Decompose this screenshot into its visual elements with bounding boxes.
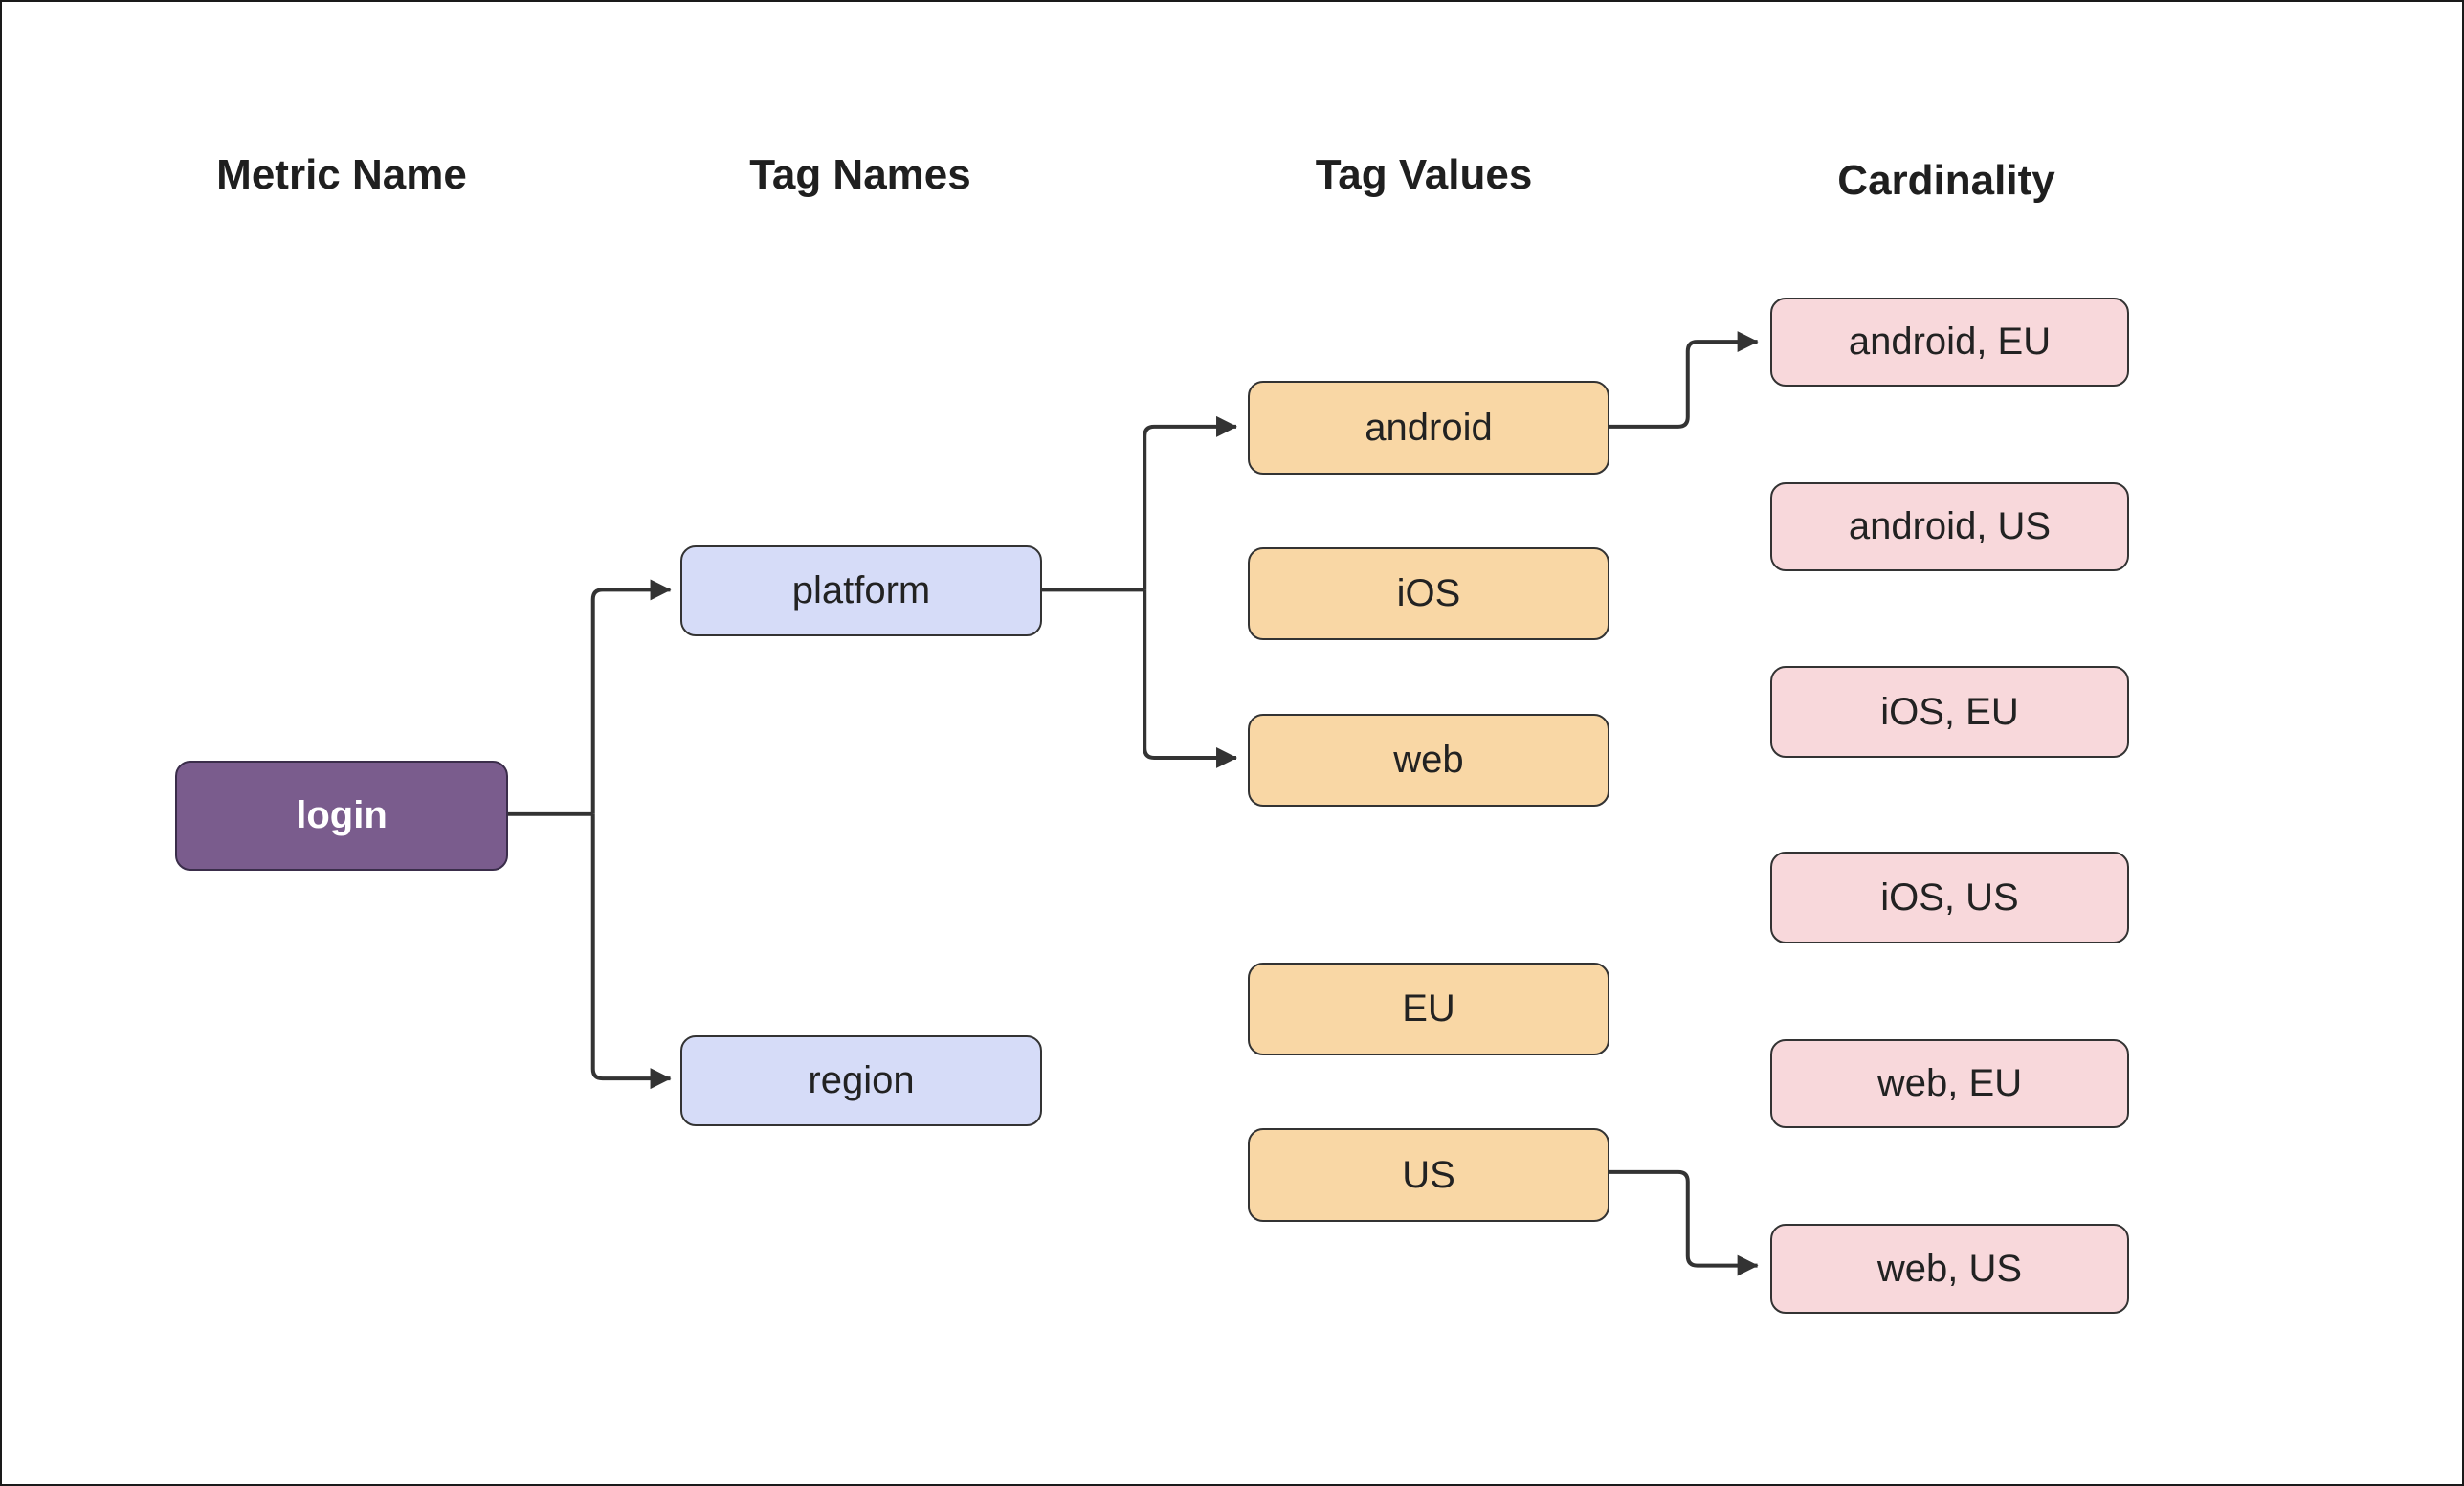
node-android-eu: android, EU [1770,298,2129,387]
node-us: US [1248,1128,1609,1222]
node-ios-us: iOS, US [1770,852,2129,943]
column-header-tag-names: Tag Names [749,151,971,198]
node-login: login [175,761,508,871]
edge-login-platform [590,579,672,814]
node-web-us: web, US [1770,1224,2129,1314]
node-ios-eu: iOS, EU [1770,666,2129,758]
node-android-us: android, US [1770,482,2129,571]
edge-platform-web [1143,589,1237,768]
node-web-eu: web, EU [1770,1039,2129,1128]
column-header-tag-values: Tag Values [1315,151,1533,198]
column-header-cardinality: Cardinality [1837,157,2055,204]
column-header-metric-name: Metric Name [216,151,467,198]
edge-login-region [590,813,672,1090]
edge-platform-android [1143,415,1237,590]
edge-us-webus [1606,1169,1759,1276]
node-ios: iOS [1248,547,1609,640]
node-web: web [1248,714,1609,807]
node-platform: platform [680,545,1042,636]
node-eu: EU [1248,963,1609,1055]
edge-android-androideu [1606,331,1759,429]
node-android: android [1248,381,1609,475]
node-region: region [680,1035,1042,1126]
